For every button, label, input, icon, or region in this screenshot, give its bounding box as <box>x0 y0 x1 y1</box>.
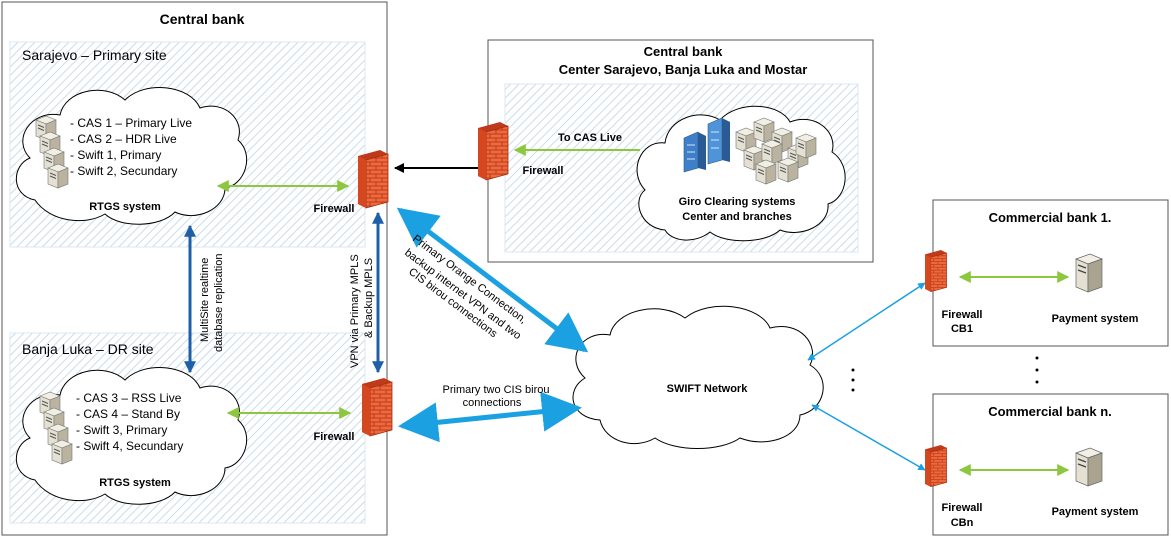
cbn-title: Commercial bank n. <box>988 404 1112 419</box>
cbn-firewall-icon <box>924 444 947 488</box>
dr-item-3: - Swift 3, Primary <box>76 423 167 437</box>
cb1-firewall-label-2: CB1 <box>951 323 973 335</box>
cbn-payment-server-icon <box>1075 447 1103 487</box>
primary-item-1: - CAS 1 – Primary Live <box>70 116 192 130</box>
giro-buildings-icon <box>683 117 730 173</box>
dr-rtgs-label: RTGS system <box>99 477 171 489</box>
dr-item-1: - CAS 3 – RSS Live <box>76 391 182 405</box>
vpn-label-1: VPN via Primary MPLS <box>349 254 361 368</box>
cb1-firewall-label-1: Firewall <box>942 309 983 321</box>
swift-cbn-link <box>811 404 926 471</box>
giro-label-1: Giro Clearing systems <box>679 196 796 208</box>
swift-cloud <box>572 305 824 449</box>
ellipsis-dots <box>851 356 1039 392</box>
to-cas-label: To CAS Live <box>558 132 622 144</box>
primary-item-3: - Swift 1, Primary <box>70 148 161 162</box>
center-firewall-label: Firewall <box>523 165 564 177</box>
swift-label: SWIFT Network <box>667 383 749 395</box>
cbn-firewall-label-2: CBn <box>951 517 974 529</box>
dr-site-title: Banja Luka – DR site <box>22 341 154 357</box>
cbn-payment-label: Payment system <box>1052 506 1139 518</box>
dr-firewall-icon <box>361 377 393 437</box>
giro-label-2: Center and branches <box>682 211 791 223</box>
primary-item-2: - CAS 2 – HDR Live <box>70 132 177 146</box>
primary-rtgs-label: RTGS system <box>89 201 161 213</box>
cb1-firewall-icon <box>924 249 947 293</box>
primary-site-title: Sarajevo – Primary site <box>22 47 167 63</box>
primary-firewall-label: Firewall <box>314 203 355 215</box>
dr-swift-link <box>398 391 582 443</box>
center-firewall-icon <box>477 121 509 181</box>
cis-label-1: Primary two CIS birou <box>443 384 550 396</box>
vpn-label-2: & Backup MPLS <box>363 258 375 338</box>
primary-item-4: - Swift 2, Secundary <box>70 164 177 178</box>
cbn-firewall-label-1: Firewall <box>942 502 983 514</box>
replication-label-1: MultiSite realtime <box>199 258 211 342</box>
dr-firewall-label: Firewall <box>314 431 355 443</box>
cis-label-2: connections <box>463 397 522 409</box>
cb1-title: Commercial bank 1. <box>989 210 1112 225</box>
primary-firewall-icon <box>357 149 389 209</box>
cb1-payment-label: Payment system <box>1052 313 1139 325</box>
dr-item-4: - Swift 4, Secundary <box>76 439 183 453</box>
primary-swift-link <box>396 207 589 353</box>
swift-cb1-link <box>807 282 926 361</box>
central-bank-title: Central bank <box>160 11 245 27</box>
center-title-2: Center Sarajevo, Banja Luka and Mostar <box>559 62 808 77</box>
cb1-payment-server-icon <box>1075 253 1103 293</box>
primary-cloud <box>15 87 248 225</box>
center-title-1: Central bank <box>644 44 724 59</box>
dr-cloud <box>15 367 248 505</box>
replication-label-2: database replication <box>213 254 225 352</box>
dr-item-2: - CAS 4 – Stand By <box>76 407 180 421</box>
